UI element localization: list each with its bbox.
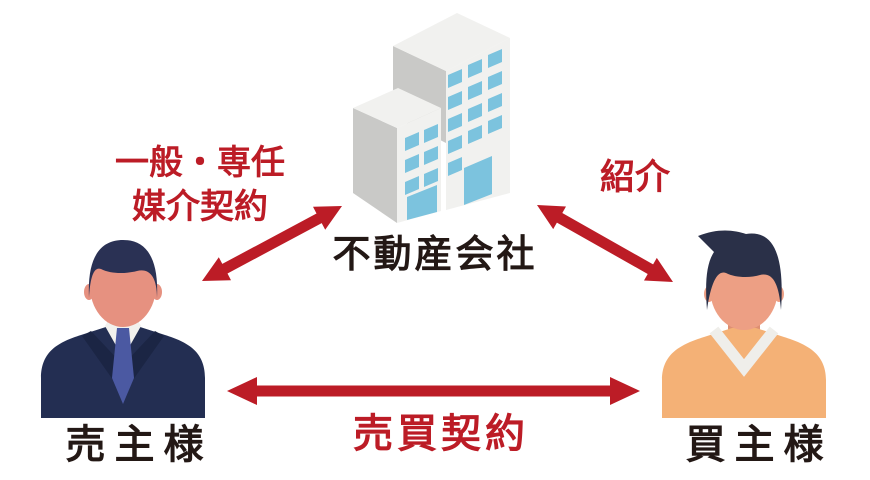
buyer-avatar — [662, 230, 826, 418]
mediation-contract-label-line1: 一般・専任 — [115, 144, 285, 182]
buyer-collar — [709, 326, 779, 377]
buyer-label: 買主様 — [685, 423, 833, 467]
mediation-arrow — [202, 206, 342, 281]
seller-tie — [112, 328, 134, 404]
seller-hair — [88, 240, 158, 298]
sale-contract-label: 売買契約 — [353, 412, 529, 456]
seller-label: 売主様 — [65, 423, 213, 467]
referral-label: 紹介 — [599, 158, 670, 197]
buyer-hair — [698, 230, 782, 310]
referral-arrow — [537, 205, 673, 282]
seller-avatar — [41, 240, 205, 418]
mediation-contract-label-line2: 媒介契約 — [132, 188, 268, 226]
sale-arrow — [227, 377, 640, 405]
company-label: 不動産会社 — [332, 234, 538, 276]
mediation-contract-label: 一般・専任 媒介契約 — [99, 141, 301, 229]
building-icon — [353, 13, 510, 223]
